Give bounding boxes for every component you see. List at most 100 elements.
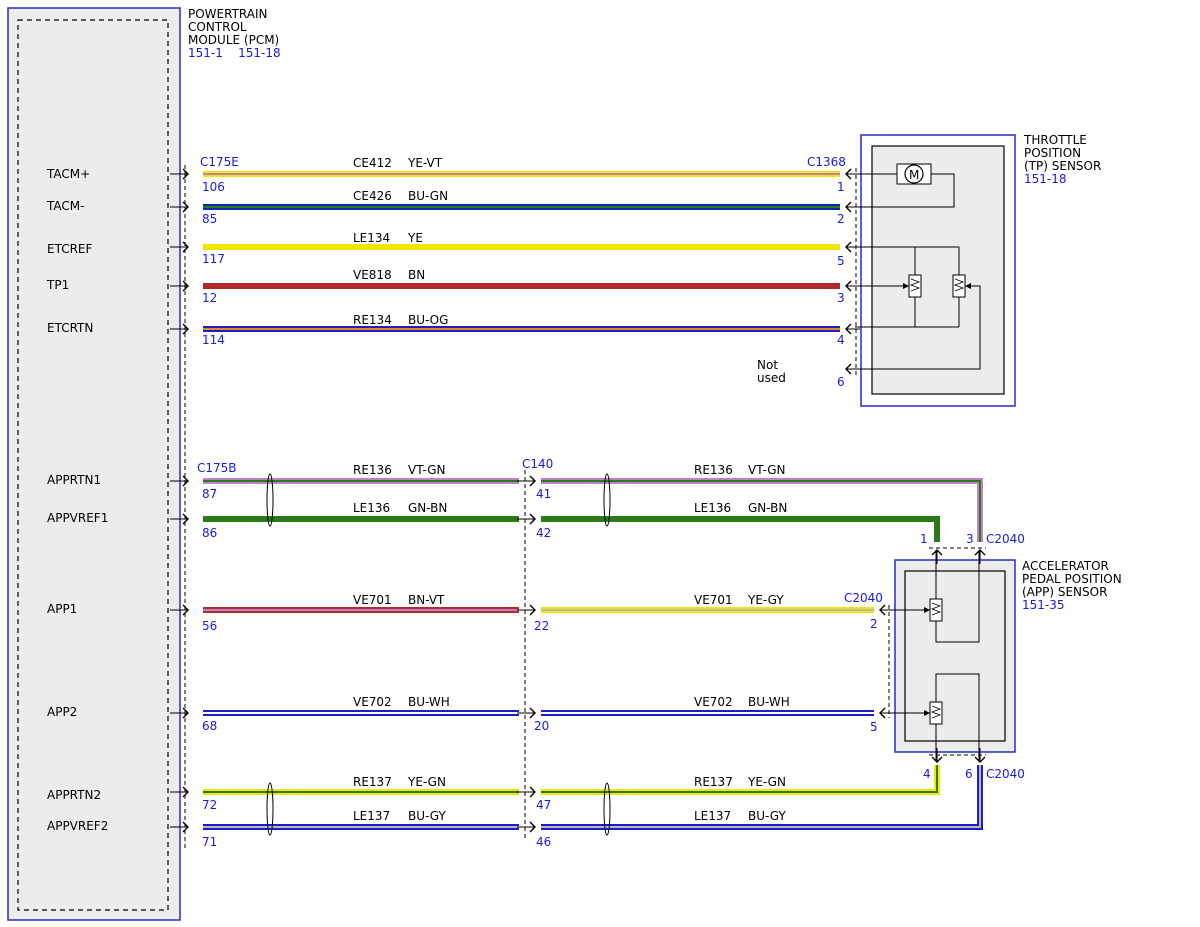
not-used-2: used [757, 371, 786, 385]
wire-re134-circuit: RE134 [353, 313, 392, 327]
wire-ve818-color: BN [408, 268, 425, 282]
wire-ve701-right-color: YE-GY [747, 593, 784, 607]
wire-re137-right [541, 765, 940, 795]
pin-label-etcrtn: ETCRTN [47, 321, 93, 335]
wire-le137-right [541, 765, 983, 830]
wire-ve702-right-color: BU-WH [748, 695, 790, 709]
pin-label-apprtn1: APPRTN1 [47, 473, 101, 487]
pcm-title-3: MODULE (PCM) [188, 33, 279, 47]
wire-ve702-left [203, 710, 519, 716]
wire-le136-right [541, 516, 940, 542]
c140-pin-42: 42 [536, 526, 551, 540]
wire-re137-right-color: YE-GN [747, 775, 786, 789]
pcm-title-1: POWERTRAIN [188, 7, 268, 21]
wire-ve818-circuit: VE818 [353, 268, 392, 282]
wire-ve701-left [203, 607, 519, 613]
wire-le136-right-color: GN-BN [748, 501, 787, 515]
twisted-pair-icon-4 [603, 782, 611, 836]
wire-re136-left [203, 478, 519, 484]
pcm-pin-56: 56 [202, 619, 217, 633]
app-pin-6: 6 [965, 767, 973, 781]
motor-icon [904, 164, 924, 184]
pin-label-appvref1: APPVREF1 [47, 511, 108, 525]
not-used-1: Not [757, 358, 778, 372]
wire-ve701-left-color: BN-VT [408, 593, 445, 607]
app-sensor-2-icon [929, 701, 943, 725]
motor-label: M [909, 168, 919, 182]
wire-ve702-right [541, 710, 874, 716]
pcm-pin-106: 106 [202, 180, 225, 194]
wire-le137-right-color: BU-GY [748, 809, 786, 823]
wire-ce426-color: BU-GN [408, 189, 448, 203]
connector-c2040-mid-label: C2040 [844, 591, 883, 605]
pcm-pin-85: 85 [202, 212, 217, 226]
tp-title-2: POSITION [1024, 146, 1081, 160]
wire-le137-left-color: BU-GY [408, 809, 446, 823]
connector-c1368-label: C1368 [807, 155, 846, 169]
connector-c2040-top-label: C2040 [986, 532, 1025, 546]
wire-ve701-left-circuit: VE701 [353, 593, 392, 607]
app-sensor [880, 550, 1016, 760]
wire-re137-left [203, 789, 519, 795]
wire-ce412-color: YE-VT [407, 156, 443, 170]
pot-2-icon [952, 274, 966, 298]
c140-pin-22: 22 [534, 619, 549, 633]
connector-arrows [170, 168, 986, 833]
c140-pin-46: 46 [536, 835, 551, 849]
tp-pin-4: 4 [837, 333, 845, 347]
tp-ref: 151-18 [1024, 172, 1067, 186]
pcm-pin-117: 117 [202, 252, 225, 266]
app-ref: 151-35 [1022, 598, 1065, 612]
tp-sensor: M [855, 134, 1016, 407]
pot-1-icon [908, 274, 922, 298]
wire-ve702-left-color: BU-WH [408, 695, 450, 709]
pin-label-appvref2: APPVREF2 [47, 819, 108, 833]
c140-pin-41: 41 [536, 487, 551, 501]
twisted-pair-icon-3 [266, 782, 274, 836]
wire-re136-right [541, 478, 983, 542]
tp-pin-5: 5 [837, 254, 845, 268]
wire-le137-right-circuit: LE137 [694, 809, 731, 823]
app-title-3: (APP) SENSOR [1022, 585, 1107, 599]
wire-ve701-right-circuit: VE701 [694, 593, 733, 607]
tp-title-3: (TP) SENSOR [1024, 159, 1101, 173]
pcm-pin-86: 86 [202, 526, 217, 540]
pcm-pin-71: 71 [202, 835, 217, 849]
pin-label-tacm-neg: TACM- [46, 199, 84, 213]
connector-c175b-label: C175B [197, 461, 237, 475]
wire-le137-left [203, 824, 519, 830]
pin-label-etcref: ETCREF [47, 242, 93, 256]
pcm-pin-87: 87 [202, 487, 217, 501]
wire-ce412-circuit: CE412 [353, 156, 392, 170]
wire-re137-left-circuit: RE137 [353, 775, 392, 789]
wire-le137-left-circuit: LE137 [353, 809, 390, 823]
wire-re136-left-circuit: RE136 [353, 463, 392, 477]
wire-le136-left-circuit: LE136 [353, 501, 390, 515]
pin-label-app2: APP2 [47, 705, 77, 719]
wire-ce426-circuit: CE426 [353, 189, 392, 203]
wire-ve818 [203, 283, 840, 289]
wire-re136-right-circuit: RE136 [694, 463, 733, 477]
wire-le136-left [203, 516, 519, 522]
tp-pin-6: 6 [837, 375, 845, 389]
pin-label-tacm-pos: TACM+ [46, 167, 90, 181]
pcm-title-2: CONTROL [188, 20, 247, 34]
connector-c140-label: C140 [522, 457, 553, 471]
wire-re134 [203, 326, 840, 332]
pin-label-app1: APP1 [47, 602, 77, 616]
connector-c2040-bot-label: C2040 [986, 767, 1025, 781]
twisted-pair-icon-2 [603, 473, 611, 527]
wire-le136-left-color: GN-BN [408, 501, 447, 515]
wire-ce426 [203, 204, 840, 210]
tp-title-1: THROTTLE [1023, 133, 1087, 147]
wire-le134-circuit: LE134 [353, 231, 390, 245]
app-pin-1: 1 [920, 532, 928, 546]
pcm-ref: 151-1 151-18 [188, 46, 281, 60]
app-pin-2: 2 [870, 617, 878, 631]
twisted-pair-icon-1 [266, 473, 274, 527]
pcm-pin-12: 12 [202, 291, 217, 305]
pcm-module [7, 7, 181, 921]
wire-ce412 [203, 171, 840, 177]
app-sensor-1-icon [929, 598, 943, 622]
